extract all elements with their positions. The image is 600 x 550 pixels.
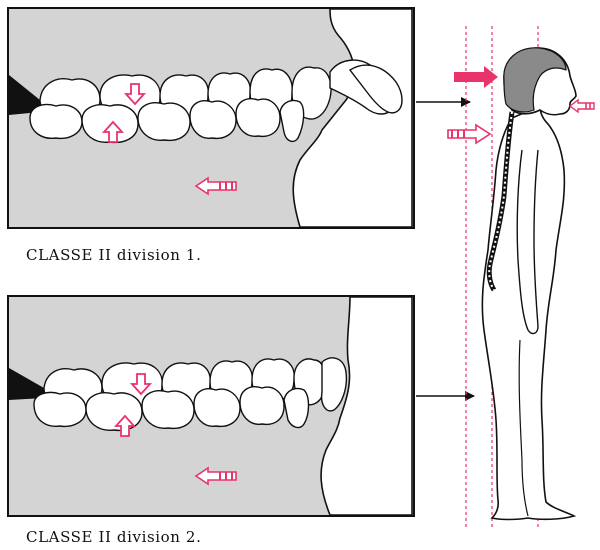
striped-arrow-icon — [194, 466, 237, 486]
spine — [486, 111, 515, 292]
striped-arrow-icon — [568, 98, 595, 114]
striped-arrow-icon — [194, 176, 237, 196]
solid-arrow-icon — [454, 66, 498, 88]
arm-outline — [516, 149, 539, 335]
striped-arrow-icon — [447, 123, 492, 145]
panel-2-left-wedge — [9, 368, 44, 400]
hollow-arrow-icon — [101, 120, 125, 143]
panel-1-face-profile — [292, 8, 413, 228]
hair — [503, 47, 567, 113]
panel-2-lower-teeth — [33, 386, 310, 432]
caption-class-ii-division-1: CLASSE II division 1. — [26, 246, 202, 264]
posture-figure — [447, 26, 595, 528]
panel-1-left-wedge — [9, 75, 40, 115]
hollow-arrow-icon — [113, 414, 137, 437]
leg-line — [518, 339, 529, 517]
panel-class-ii-division-1 — [7, 7, 471, 229]
hollow-arrow-icon — [123, 83, 147, 106]
panel-class-ii-division-2 — [7, 295, 475, 517]
body-outline — [481, 104, 577, 521]
hollow-arrow-icon — [129, 373, 153, 396]
caption-class-ii-division-2: CLASSE II division 2. — [26, 528, 202, 546]
panel-1-lower-teeth — [29, 98, 305, 144]
panel-2-face-profile — [320, 296, 413, 516]
